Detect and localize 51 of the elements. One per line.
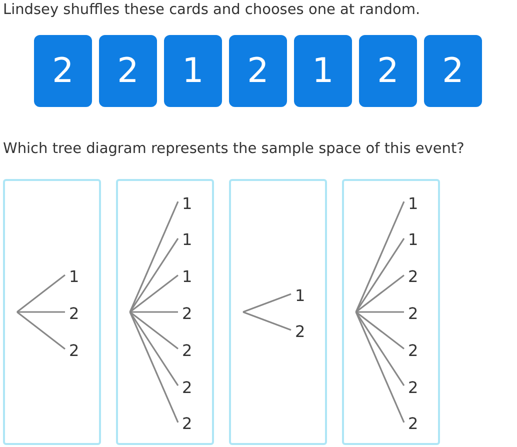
- outcome-label: 2: [408, 414, 418, 434]
- outcome-label: 1: [182, 194, 192, 214]
- outcome-label: 1: [182, 230, 192, 250]
- number-card: 1: [164, 35, 222, 107]
- tree-branch: [130, 274, 178, 313]
- outcome-label: 1: [295, 286, 306, 306]
- tree-branch: [16, 311, 66, 350]
- number-card: 1: [294, 35, 352, 107]
- answer-panel: [342, 179, 440, 445]
- outcome-label: 2: [408, 378, 418, 398]
- tree-branch: [356, 311, 404, 350]
- number-card: 2: [99, 35, 157, 107]
- answer-panel: [3, 179, 101, 445]
- outcome-label: 2: [182, 304, 192, 324]
- outcome-label: 2: [69, 341, 80, 361]
- tree-branch: [356, 311, 404, 313]
- answer-panel: [229, 179, 327, 445]
- answer-panel: [116, 179, 214, 445]
- tree-branch: [130, 311, 178, 350]
- tree-branch: [129, 201, 179, 312]
- tree-branch: [242, 293, 292, 313]
- tree-branch: [130, 311, 178, 313]
- tree-branch: [355, 312, 405, 423]
- outcome-label: 2: [182, 340, 192, 361]
- tree-branch: [355, 201, 405, 312]
- outcome-label: 2: [408, 267, 418, 288]
- outcome-label: 2: [69, 304, 80, 324]
- question-text: Which tree diagram represents the sample space of this event?: [3, 141, 464, 157]
- number-card: 2: [229, 35, 287, 107]
- number-card: 2: [359, 35, 417, 107]
- outcome-label: 2: [295, 322, 306, 342]
- instruction-text: Lindsey shuffles these cards and chooses one at random.: [3, 2, 420, 18]
- outcome-label: 1: [182, 267, 192, 288]
- outcome-label: 1: [408, 230, 418, 250]
- tree-branch: [355, 238, 405, 312]
- tree-branch: [129, 312, 179, 386]
- tree-branch: [16, 274, 66, 313]
- tree-branch: [17, 311, 65, 313]
- outcome-label: 2: [408, 340, 418, 361]
- tree-branch: [356, 274, 404, 313]
- outcome-label: 2: [408, 304, 418, 324]
- tree-branch: [129, 312, 179, 423]
- outcome-label: 1: [408, 194, 418, 214]
- outcome-label: 1: [69, 267, 80, 287]
- number-card: 2: [424, 35, 482, 107]
- tree-branch: [129, 238, 179, 312]
- tree-branch: [355, 312, 405, 386]
- tree-branch: [242, 311, 292, 331]
- number-card: 2: [34, 35, 92, 107]
- outcome-label: 2: [182, 414, 192, 434]
- outcome-label: 2: [182, 378, 192, 398]
